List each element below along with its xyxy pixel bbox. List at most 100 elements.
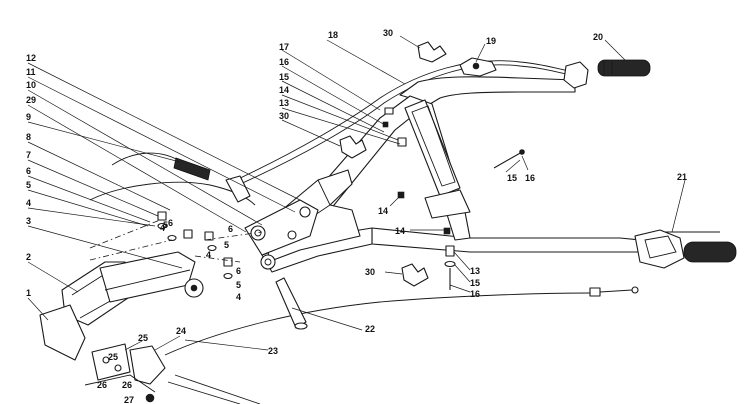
callout-27: 27 <box>124 395 134 404</box>
bolt-6b <box>204 231 214 241</box>
callout-2: 2 <box>26 252 31 262</box>
callout-9: 9 <box>26 112 31 122</box>
leader-lines <box>27 35 686 359</box>
callout-16-low: 16 <box>470 289 480 299</box>
handlebar-upper-tube <box>399 76 576 105</box>
leader-7 <box>27 159 159 217</box>
callout-13-low: 13 <box>470 266 480 276</box>
washers <box>157 222 233 280</box>
cable-barrel-9 <box>173 157 211 181</box>
leader-5-left <box>27 189 149 227</box>
nut-14-low <box>443 227 451 235</box>
pivot-arm-edge <box>104 269 191 291</box>
frame-inner-panel <box>404 99 461 197</box>
leader-30a <box>399 35 421 49</box>
frame-bracket <box>424 189 471 219</box>
leader-10 <box>27 89 263 226</box>
control-housing-detail <box>644 235 677 259</box>
right-grip-lower <box>683 241 737 263</box>
cable-end-fitting <box>589 287 601 297</box>
bolt-16-upper <box>493 151 523 169</box>
hardware <box>84 41 639 403</box>
leader-22 <box>291 307 363 331</box>
bracket-13 <box>397 137 407 147</box>
leader-30b <box>281 119 341 147</box>
leader-21 <box>671 179 686 233</box>
axis-line-b <box>89 239 173 261</box>
handlebar-lower-tube <box>371 227 641 253</box>
nut-13 <box>445 245 455 257</box>
handlebar-frame <box>244 76 641 273</box>
callout-18: 18 <box>328 30 338 40</box>
callout-4c: 4 <box>206 250 211 260</box>
callout-4: 4 <box>26 198 31 208</box>
callout-12: 12 <box>26 53 36 63</box>
callout-8: 8 <box>26 132 31 142</box>
callout-10: 10 <box>26 80 36 90</box>
callout-15-low: 15 <box>470 278 480 288</box>
callout-29: 29 <box>26 95 36 105</box>
callout-19: 19 <box>486 36 496 46</box>
right-grip-20 <box>597 59 651 77</box>
nut-16 <box>382 121 389 128</box>
callout-21: 21 <box>677 172 687 182</box>
callout-24: 24 <box>176 326 186 336</box>
callout-11: 11 <box>26 67 36 77</box>
leader-15-right <box>505 159 521 173</box>
leader-2 <box>27 261 79 293</box>
clip-30a <box>417 41 447 63</box>
lower-rod-b <box>167 381 241 404</box>
leader-15 <box>281 80 385 133</box>
leader-6-left <box>27 175 151 223</box>
callout-16: 16 <box>279 57 289 67</box>
callout-5b: 5 <box>163 220 168 230</box>
clutch-cable-end <box>599 289 633 293</box>
leader-16-right <box>521 155 529 171</box>
control-housing-21 <box>634 229 685 269</box>
right-lower-grip-assembly <box>634 229 737 269</box>
leader-4-left <box>27 207 156 227</box>
nut-14-mid <box>397 191 405 199</box>
bolt-6d <box>157 211 167 221</box>
callout-5c: 5 <box>224 240 229 250</box>
callout-23: 23 <box>268 346 278 356</box>
throttle-cable <box>231 60 576 183</box>
clutch-cable-23 <box>164 292 591 356</box>
callout-14: 14 <box>279 85 289 95</box>
rod-22-end <box>294 322 308 330</box>
leader-3 <box>27 225 183 269</box>
clamp-17 <box>384 107 394 115</box>
leader-16 <box>281 65 386 126</box>
frame-nut <box>299 206 311 218</box>
leader-12 <box>27 62 301 201</box>
callout-25b: 25 <box>108 352 118 362</box>
callout-22: 22 <box>365 324 375 334</box>
leader-11 <box>27 76 296 213</box>
clip-30b <box>339 135 367 159</box>
cables <box>89 60 633 404</box>
leader-1 <box>27 297 49 321</box>
callout-25a: 25 <box>138 333 148 343</box>
callout-17: 17 <box>279 42 289 52</box>
clip-30c <box>401 263 429 287</box>
rod-22 <box>275 277 307 329</box>
callout-16-right: 16 <box>525 173 535 183</box>
leader-29 <box>27 104 247 233</box>
leader-23 <box>184 339 269 351</box>
callout-5: 5 <box>26 180 31 190</box>
washer-b <box>167 234 177 242</box>
leader-14-mid <box>389 195 401 207</box>
right-upper-grip-assembly <box>459 57 651 89</box>
lever-pivot <box>472 62 480 70</box>
leader-14 <box>281 94 399 141</box>
callout-1: 1 <box>26 288 31 298</box>
callout-6c: 6 <box>228 224 233 234</box>
part-26 <box>84 374 156 393</box>
nut-27 <box>145 393 155 403</box>
callout-30c: 30 <box>365 267 375 277</box>
callout-15-right: 15 <box>507 173 517 183</box>
leader-17 <box>281 49 381 111</box>
throttle-housing <box>563 61 589 89</box>
callout-14-low: 14 <box>395 226 405 236</box>
